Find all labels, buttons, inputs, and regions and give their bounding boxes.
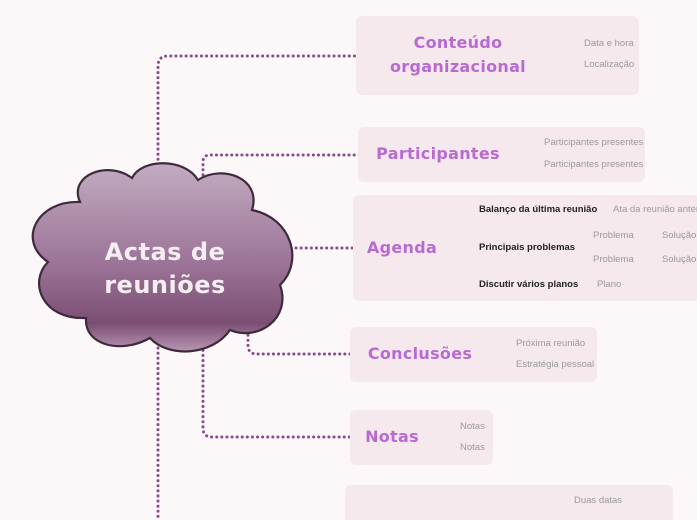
subtopic-problema-1[interactable]: Problema	[593, 230, 634, 241]
central-topic-line1: Actas de	[104, 238, 226, 266]
topic-participantes[interactable]: Participantes	[376, 144, 500, 163]
subtopic-notas-1[interactable]: Notas	[460, 421, 485, 432]
subtopic-data-hora[interactable]: Data e hora	[584, 38, 634, 49]
topic-agenda[interactable]: Agenda	[366, 238, 438, 257]
subtopic-localizacao[interactable]: Localização	[584, 59, 635, 70]
subtopic-duas-datas[interactable]: Duas datas	[574, 495, 623, 506]
topic-box-conteudo[interactable]	[356, 16, 639, 95]
subtopic-estrategia-pessoal[interactable]: Estratégia pessoal	[516, 359, 595, 370]
topic-box-bottom[interactable]	[345, 485, 673, 520]
subtopic-notas-2[interactable]: Notas	[460, 442, 485, 453]
topic-conclusoes[interactable]: Conclusões	[367, 344, 473, 363]
subtopic-problema-2[interactable]: Problema	[593, 254, 634, 265]
topic-notas[interactable]: Notas	[365, 427, 419, 446]
subtopic-discutir-planos[interactable]: Discutir vários planos	[479, 279, 579, 290]
subtopic-principais-problemas[interactable]: Principais problemas	[479, 242, 576, 253]
central-topic[interactable]: Actas de reuniões	[60, 236, 270, 302]
subtopic-participantes-1[interactable]: Participantes presentes	[544, 137, 644, 148]
topic-box-agenda[interactable]	[353, 195, 697, 301]
central-topic-line2: reuniões	[104, 271, 226, 299]
subtopic-participantes-2[interactable]: Participantes presentes	[544, 159, 644, 170]
central-cloud-shape	[31, 162, 294, 353]
subtopic-solucao-1[interactable]: Solução	[662, 230, 697, 241]
connector-conteudo	[156, 54, 362, 197]
connector-conclusoes	[246, 328, 357, 356]
subtopic-plano[interactable]: Plano	[597, 279, 622, 290]
topic-conteudo-line2: organizacional	[390, 57, 526, 76]
topic-box-conclusoes[interactable]	[350, 327, 597, 382]
topic-conteudo[interactable]: Conteúdo organizacional	[372, 31, 544, 79]
subtopic-proxima-reuniao[interactable]: Próxima reunião	[516, 338, 586, 349]
topic-box-participantes[interactable]	[358, 127, 645, 182]
subtopic-ata-anterior[interactable]: Ata da reunião anterior	[613, 204, 697, 215]
subtopic-balanco[interactable]: Balanço da última reunião	[479, 204, 598, 215]
topic-conteudo-line1: Conteúdo	[413, 33, 503, 52]
subtopic-solucao-2[interactable]: Solução	[662, 254, 697, 265]
topic-box-notas[interactable]	[350, 410, 493, 465]
connector-notas	[201, 333, 357, 439]
